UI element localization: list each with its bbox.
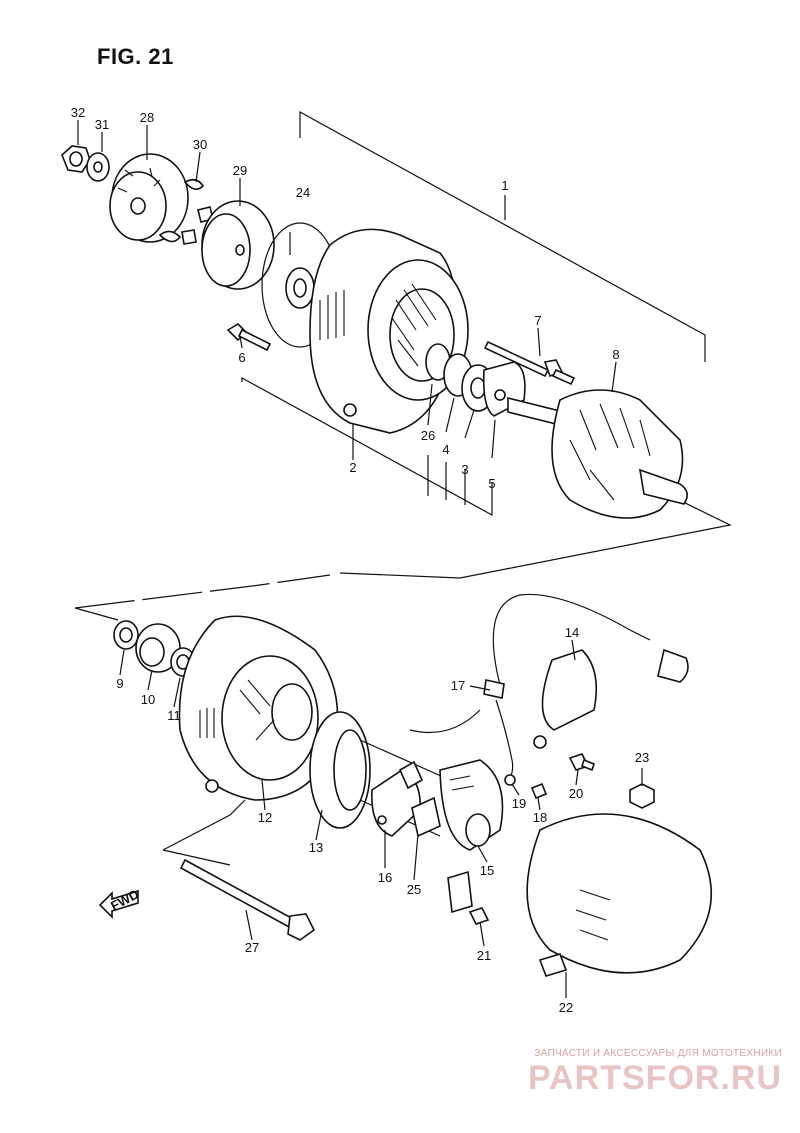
regulator-15-icon (439, 759, 504, 851)
pulley-29-icon (201, 200, 275, 290)
pulley-hub-28-icon (109, 153, 189, 243)
watermark: ЗАПЧАСТИ И АКСЕССУАРЫ ДЛЯ МОТОТЕХНИКИ PA… (528, 1048, 782, 1097)
callout-25: 25 (407, 882, 421, 897)
callout-9: 9 (116, 676, 123, 691)
callout-20: 20 (569, 786, 583, 801)
callout-13: 13 (309, 840, 323, 855)
callout-28: 28 (140, 110, 154, 125)
callout-7: 7 (534, 313, 541, 328)
callout-8: 8 (612, 347, 619, 362)
callout-1: 1 (501, 178, 508, 193)
callout-22: 22 (559, 1000, 573, 1015)
cover-plate-25-icon (411, 796, 441, 838)
callout-23: 23 (635, 750, 649, 765)
callout-18: 18 (533, 810, 547, 825)
long-bolt-27-icon (179, 858, 316, 941)
callout-32: 32 (71, 105, 85, 120)
callout-30: 30 (193, 137, 207, 152)
callout-5: 5 (488, 476, 495, 491)
screw-20-icon (568, 753, 595, 772)
callout-14: 14 (565, 625, 579, 640)
through-bolt-7-icon (483, 340, 576, 386)
callout-21: 21 (477, 948, 491, 963)
rotor-8-icon (507, 389, 688, 519)
watermark-logo: PARTSFOR.RU (527, 1059, 782, 1097)
front-housing-2-icon (309, 228, 469, 434)
callout-10: 10 (141, 692, 155, 707)
callout-24: 24 (296, 185, 310, 200)
bearing-10-icon (135, 623, 181, 673)
callout-6: 6 (238, 350, 245, 365)
fwd-arrow-icon (98, 889, 139, 919)
watermark-tagline: ЗАПЧАСТИ И АКСЕССУАРЫ ДЛЯ МОТОТЕХНИКИ (534, 1048, 782, 1059)
callout-29: 29 (233, 163, 247, 178)
bolt-6-icon (226, 322, 272, 352)
brush-holder-16-icon (371, 760, 424, 837)
callout-31: 31 (95, 117, 109, 132)
terminal-bolt-21-icon (447, 870, 490, 925)
callout-12: 12 (258, 810, 272, 825)
fwd-label: FWD (108, 886, 141, 913)
callout-26: 26 (421, 428, 435, 443)
figure-title: FIG. 21 (97, 44, 174, 69)
callout-19: 19 (512, 796, 526, 811)
screw-18-icon (530, 782, 548, 800)
callout-2: 2 (349, 460, 356, 475)
seal-9-icon (113, 620, 139, 650)
nut-32-icon (61, 145, 91, 173)
nut-23-icon (629, 783, 655, 809)
callout-4: 4 (442, 442, 449, 457)
callout-16: 16 (378, 870, 392, 885)
callout-11: 11 (167, 708, 181, 723)
rear-housing-12-icon (178, 615, 339, 801)
wire-harness-17-icon (409, 593, 689, 786)
callout-3: 3 (461, 462, 468, 477)
callout-27: 27 (245, 940, 259, 955)
rear-cover-22-icon (526, 813, 712, 977)
washer-31-icon (86, 152, 110, 182)
callout-17: 17 (451, 678, 465, 693)
cover-plate-14-icon (533, 649, 598, 749)
leader-lines (77, 120, 643, 998)
callout-15: 15 (480, 863, 494, 878)
